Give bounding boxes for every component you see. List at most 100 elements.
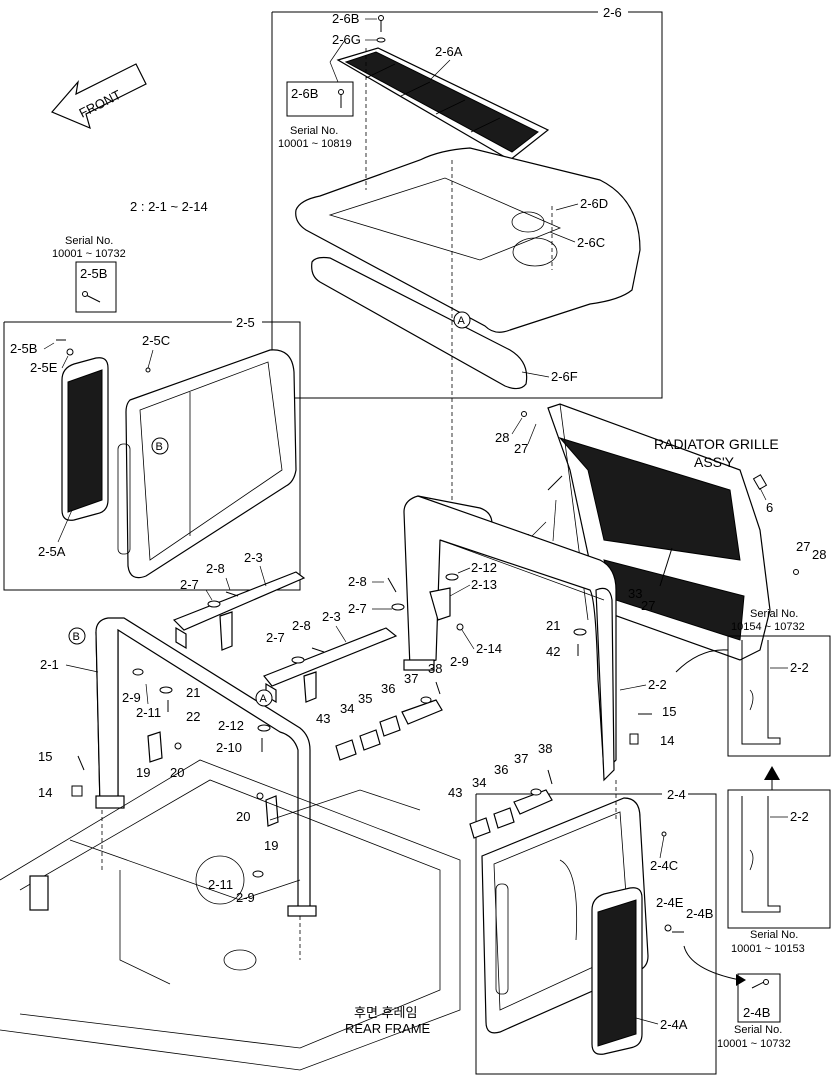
callout-38-lower: 38 [538,741,552,756]
callout-2-5b-boxed: 2-5B [80,266,107,281]
side-grille-2-4a [591,887,643,1055]
callout-33-right: 33 [628,586,642,601]
callout-2-5b: 2-5B [10,341,37,356]
rear-pillar-2-2 [403,495,617,782]
callout-2-6b: 2-6B [332,11,359,26]
callout-2-2-pillar: 2-2 [648,677,667,692]
callout-2-6g: 2-6G [332,32,361,47]
callout-36-lower: 36 [494,762,508,777]
ref-circle-b-door [151,437,169,455]
callout-27-low: 27 [641,598,655,613]
callout-28-right: 28 [812,547,826,562]
bracket-set-upper [335,699,443,761]
serial-range-bottom: 10001 ~ 10732 [717,1038,791,1050]
callout-2-4c: 2-4C [650,858,678,873]
callout-15-left: 15 [38,749,52,764]
callout-2-7-left: 2-7 [180,577,199,592]
callout-2-8-left: 2-8 [206,561,225,576]
serial-range-right-lower: 10001 ~ 10153 [731,943,805,955]
callout-19-mid: 19 [264,838,278,853]
ref-circle-a-top [453,311,471,329]
callout-2-11-low: 2-11 [208,877,233,892]
callout-2-4b: 2-4B [686,906,713,921]
callout-2-14: 2-14 [476,641,502,656]
callout-2-13: 2-13 [471,577,497,592]
callout-22: 22 [186,709,200,724]
serial-range-top: 10001 ~ 10819 [278,138,352,150]
callout-28-top: 28 [495,430,509,445]
serial-range-right-upper: 10154 ~ 10732 [731,621,805,633]
rear-frame-base [0,759,617,1071]
callout-2-8-mid: 2-8 [348,574,367,589]
ref-label-b-frame: B [73,631,80,643]
detail-box-2-6b: 2-6B Serial No. 10001 ~ 10819 [278,39,354,150]
ref-circle-b-frame [68,627,86,645]
callout-43-lower: 43 [448,785,462,800]
bolt-icon [376,15,386,43]
group-label-2-5: 2-5 [236,315,255,330]
group-label-2-4: 2-4 [667,787,686,802]
callout-27-top: 27 [514,441,528,456]
serial-label-right-lower: Serial No. [750,929,798,941]
serial-label-top: Serial No. [290,125,338,137]
detail-box-2-4b: 2-4B Serial No. 10001 ~ 10732 [717,973,791,1050]
callout-2-6d: 2-6D [580,196,608,211]
callout-2-9-low: 2-9 [236,890,255,905]
callout-14-left: 14 [38,785,52,800]
ref-circle-a-frame [255,689,273,707]
callout-2-5c: 2-5C [142,333,170,348]
callout-2-4b-boxed: 2-4B [743,1005,770,1020]
callout-2-4e: 2-4E [656,895,684,910]
callout-19-left: 19 [136,765,150,780]
group-note: 2 : 2-1 ~ 2-14 [130,199,208,214]
callout-6: 6 [766,500,773,515]
callout-2-7-lower: 2-7 [266,630,285,645]
group-box-2-4: 2-4 [475,787,717,1075]
callout-2-11-left: 2-11 [136,705,161,720]
callout-36-upper: 36 [381,681,395,696]
callout-2-3-lower: 2-3 [322,609,341,624]
bracket-set-lower [469,789,553,839]
ref-label-b-door: B [156,441,163,453]
group-label-2-6: 2-6 [603,5,622,20]
callout-37-lower: 37 [514,751,528,766]
callout-2-9-left: 2-9 [122,690,141,705]
ref-label-a-top: A [458,315,466,327]
callout-37-upper: 37 [404,671,418,686]
callout-15-right: 15 [662,704,676,719]
assembly-label-line1: RADIATOR GRILLE [654,436,779,452]
callout-2-6a: 2-6A [435,44,463,59]
callout-27-right: 27 [796,539,810,554]
detail-box-2-5b: Serial No. 10001 ~ 10732 2-5B [52,235,126,313]
group-box-2-5: 2-5 [3,315,301,591]
callout-2-12-low: 2-12 [218,718,244,733]
side-grille-2-5a [61,357,109,521]
callout-2-8-lower: 2-8 [292,618,311,633]
callout-35: 35 [358,691,372,706]
callout-2-6c: 2-6C [577,235,605,250]
callout-20-left: 20 [170,765,184,780]
callout-2-4a: 2-4A [660,1017,688,1032]
rear-frame-label-kr: 후면 후레임 [354,1005,417,1020]
callout-2-10: 2-10 [216,740,242,755]
assembly-label-line2: ASS'Y [694,454,735,470]
callout-38-upper: 38 [428,661,442,676]
callout-20-mid: 20 [236,809,250,824]
serial-label-left: Serial No. [65,235,113,247]
callout-2-5a: 2-5A [38,544,66,559]
callout-42: 42 [546,644,560,659]
callout-2-12-top: 2-12 [471,560,497,575]
callout-2-6b-boxed: 2-6B [291,86,318,101]
side-door-2-5 [117,349,297,579]
callout-2-5e: 2-5E [30,360,58,375]
callout-2-2-lower: 2-2 [790,809,809,824]
engine-hood-cover [295,147,641,333]
callout-2-6f: 2-6F [551,369,578,384]
hood-seal-2-6f [311,256,528,390]
serial-range-left: 10001 ~ 10732 [52,248,126,260]
rear-frame-label-en: REAR FRAME [345,1021,431,1036]
front-arrow-icon: FRONT [51,63,147,130]
hood-filter-2-6a [336,47,550,161]
callout-43-upper: 43 [316,711,330,726]
